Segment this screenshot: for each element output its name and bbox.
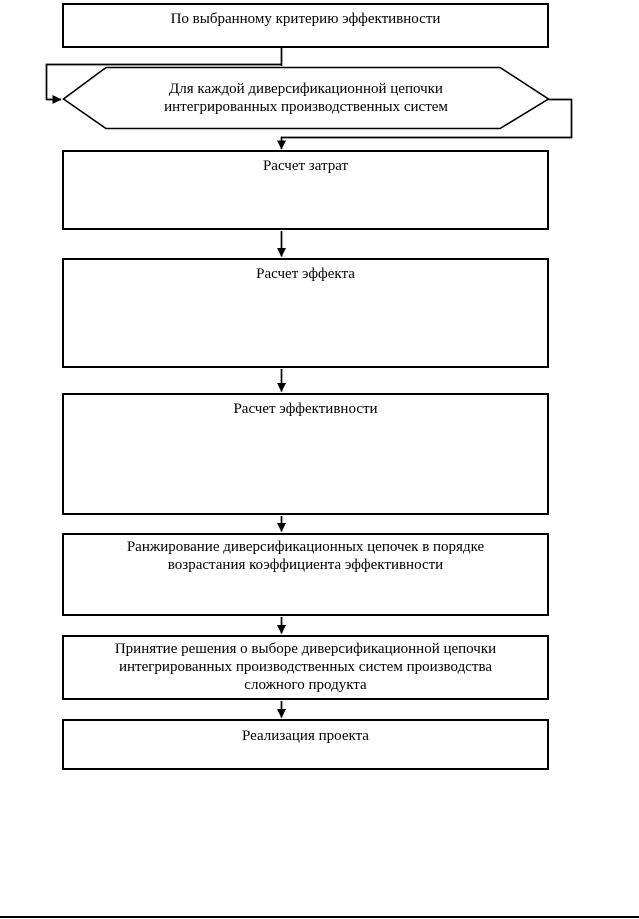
node-efficiency: Расчет эффективности (62, 393, 549, 515)
node-implementation: Реализация проекта (62, 719, 549, 770)
node-decision-label: Принятие решения о выборе диверсификацио… (114, 641, 497, 693)
node-costs-label: Расчет затрат (262, 158, 349, 174)
node-effect: Расчет эффекта (62, 258, 549, 368)
node-efficiency-label: Расчет эффективности (233, 401, 378, 417)
node-implementation-label: Реализация проекта (242, 728, 369, 744)
node-ranking-label: Ранжирование диверсификационных цепочек … (126, 539, 485, 573)
node-ranking: Ранжирование диверсификационных цепочек … (62, 533, 549, 616)
node-criterion-label: По выбранному критерию эффективности (170, 11, 441, 27)
node-loop-hexagon-label: Для каждой диверсификационной цепочки ин… (164, 81, 448, 115)
node-criterion: По выбранному критерию эффективности (62, 3, 549, 48)
node-decision: Принятие решения о выборе диверсификацио… (62, 635, 549, 700)
page-bottom-rule (0, 916, 639, 918)
node-costs: Расчет затрат (62, 150, 549, 230)
node-effect-label: Расчет эффекта (256, 266, 355, 282)
